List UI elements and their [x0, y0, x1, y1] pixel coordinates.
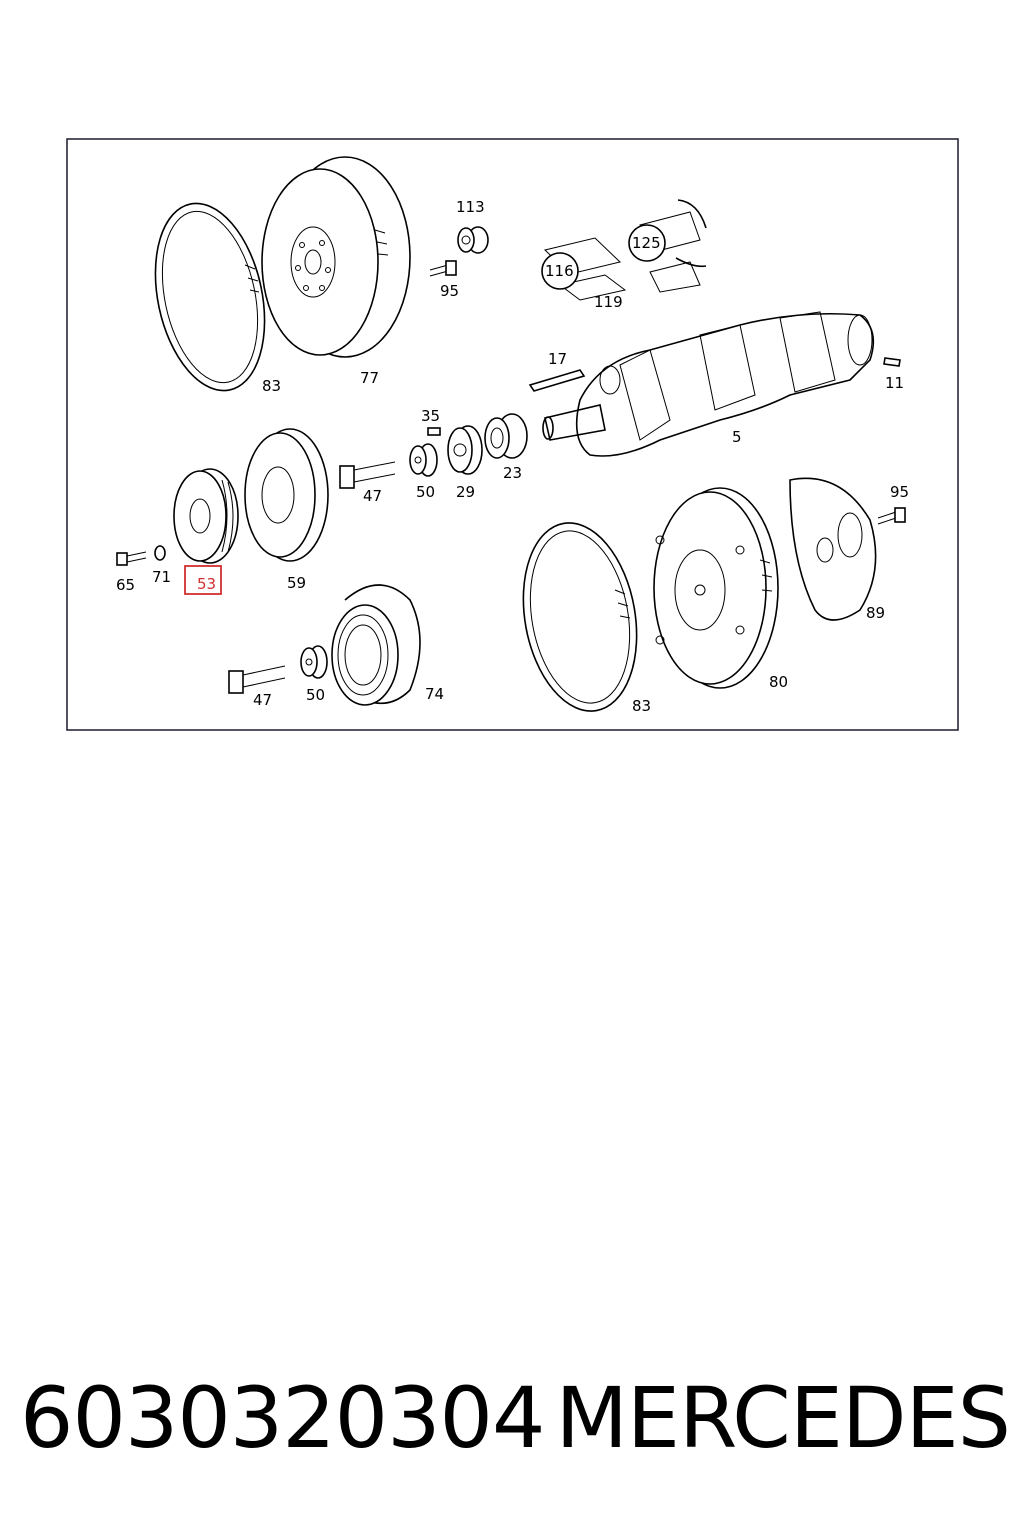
part-80-flywheel[interactable] [653, 487, 779, 689]
part-number: 6030320304 [20, 1369, 545, 1467]
part-23-gear[interactable] [484, 413, 528, 459]
label-119: 119 [594, 293, 623, 311]
label-17: 17 [548, 350, 567, 368]
label-35: 35 [421, 407, 440, 425]
part-74-vibration-damper[interactable] [331, 584, 421, 706]
part-47-bolt-mid[interactable] [339, 461, 396, 489]
label-116: 116 [545, 262, 574, 280]
part-95-bolt-right[interactable] [877, 507, 906, 525]
part-71-washer[interactable] [154, 545, 166, 561]
label-50-bottom: 50 [306, 686, 325, 704]
label-77: 77 [360, 369, 379, 387]
part-29-hub[interactable] [447, 425, 483, 475]
exploded-parts-diagram: 83 77 113 95 116 125 119 17 11 35 5 47 5… [0, 0, 1024, 760]
label-83-bottom: 83 [632, 697, 651, 715]
footer-caption: 6030320304 MERCEDES [20, 1368, 1011, 1468]
label-47-bottom: 47 [253, 691, 272, 709]
label-29: 29 [456, 483, 475, 501]
label-71: 71 [152, 568, 171, 586]
label-74: 74 [425, 685, 444, 703]
label-113: 113 [456, 198, 485, 216]
part-47-bolt-bottom[interactable] [228, 665, 286, 694]
label-11: 11 [885, 374, 904, 392]
part-53-belt-pulley[interactable] [173, 468, 239, 564]
part-95-bolt-top[interactable] [429, 260, 457, 277]
label-53[interactable]: 53 [197, 575, 216, 593]
part-83-ring-gear-bottom[interactable] [509, 514, 650, 720]
label-65: 65 [116, 576, 135, 594]
highlight-box-53 [184, 565, 222, 595]
label-47-mid: 47 [363, 487, 382, 505]
part-113-bushing[interactable] [457, 226, 489, 254]
diagram-frame [66, 138, 959, 731]
diagram-drawing: 83 77 113 95 116 125 119 17 11 35 5 47 5… [66, 138, 959, 731]
label-50-top: 50 [416, 483, 435, 501]
label-89: 89 [866, 604, 885, 622]
part-125-callout[interactable] [628, 224, 666, 262]
label-125: 125 [632, 234, 661, 252]
part-50-washer-bottom[interactable] [300, 645, 328, 679]
part-83-ring-gear-top[interactable] [139, 193, 280, 400]
label-83-top: 83 [262, 377, 281, 395]
label-59: 59 [287, 574, 306, 592]
part-5-crankshaft[interactable] [542, 311, 875, 457]
part-59-pulley[interactable] [244, 428, 329, 562]
part-11-dowel-pin[interactable] [883, 357, 901, 367]
part-50-washer-top[interactable] [409, 443, 438, 477]
part-65-bolt[interactable] [116, 551, 147, 566]
label-95-top: 95 [440, 282, 459, 300]
part-89-cover-plate[interactable] [789, 477, 877, 621]
part-35-pin[interactable] [427, 427, 441, 436]
part-116-callout[interactable] [541, 252, 579, 290]
brand-name: MERCEDES [555, 1369, 1011, 1467]
part-77-pulley[interactable] [261, 156, 411, 358]
part-17-woodruff-key[interactable] [528, 369, 586, 392]
label-95-right: 95 [890, 483, 909, 501]
label-80: 80 [769, 673, 788, 691]
label-23: 23 [503, 464, 522, 482]
label-5: 5 [732, 428, 742, 446]
